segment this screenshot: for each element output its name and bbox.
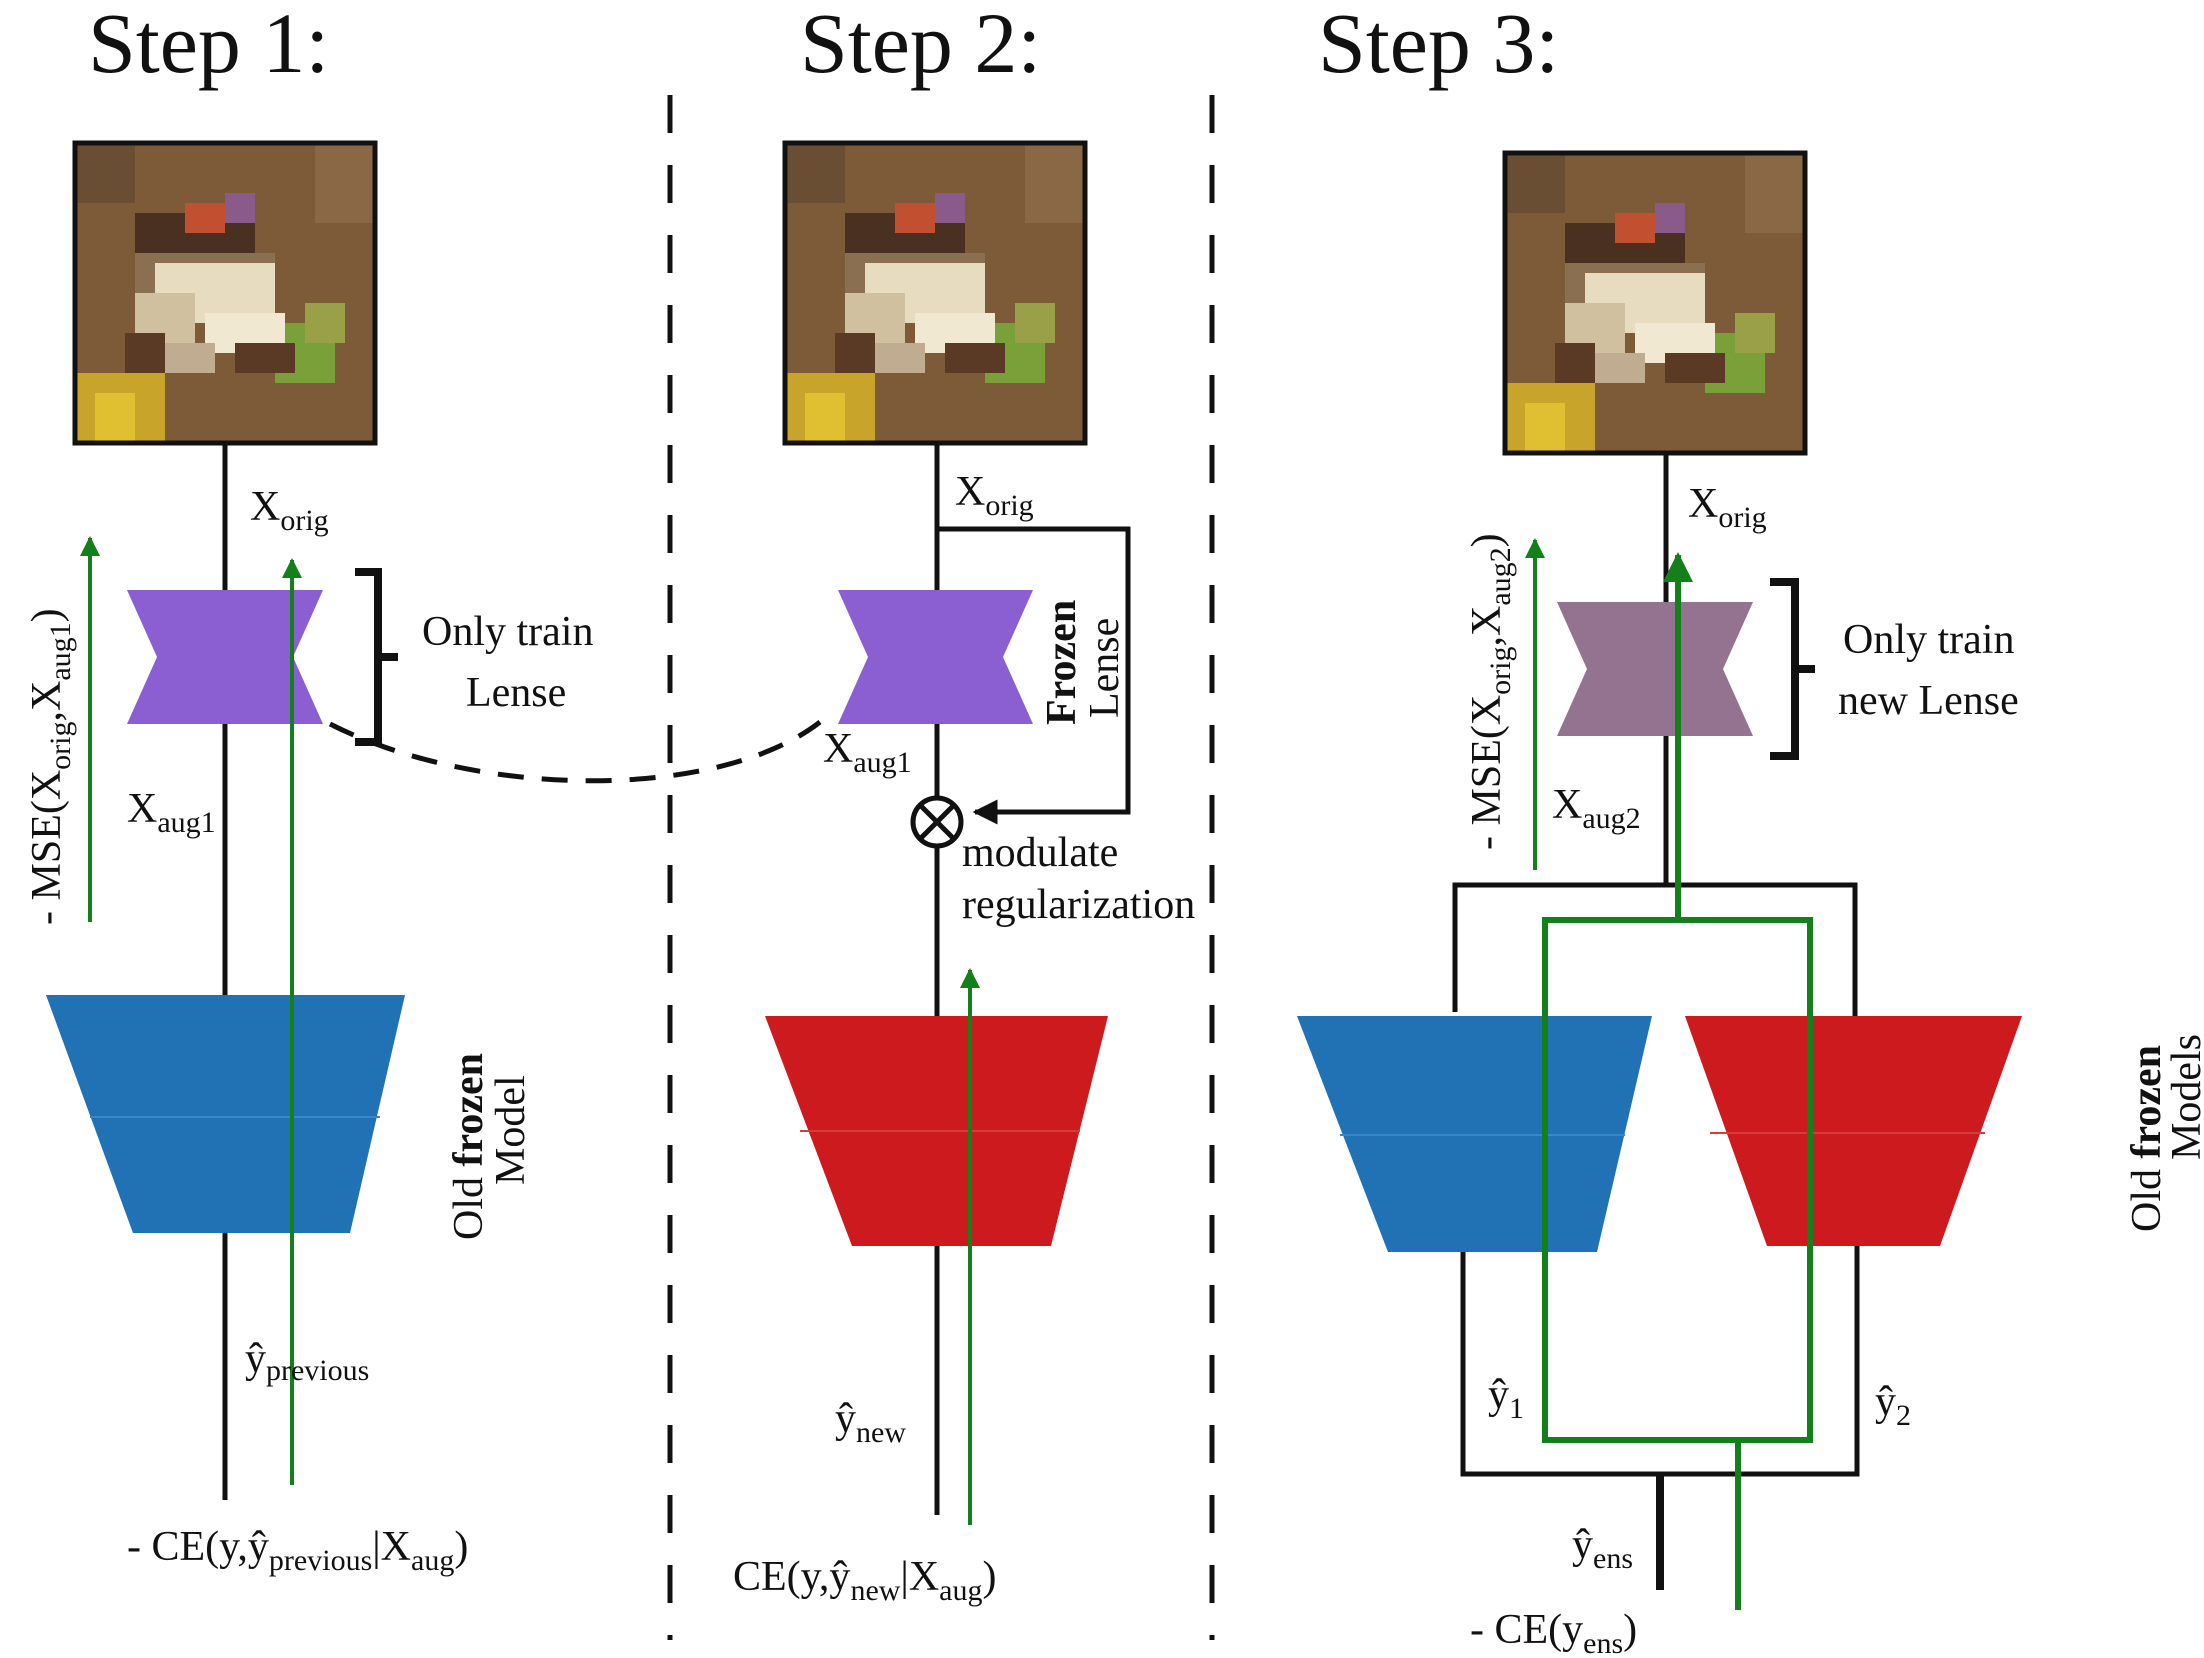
svg-text:Model: Model (488, 1075, 534, 1185)
svg-text:Only train: Only train (422, 609, 593, 655)
step3-ce-gradient-path (1542, 917, 1813, 1610)
step1-xaug-label: X (127, 786, 157, 832)
svg-text:ŷens: ŷens (1572, 1522, 1633, 1575)
step3-bracket (1770, 578, 1815, 760)
step1-xorig-label: X (250, 484, 280, 530)
svg-text:Xaug2: Xaug2 (1552, 782, 1641, 835)
step3-ce-label: - CE(yens) (1470, 1607, 1637, 1658)
step2-input-image (782, 140, 1088, 446)
step1-input-image (72, 140, 378, 446)
step3-new-lense (1557, 602, 1753, 736)
step3-xaug-label: X (1552, 782, 1582, 828)
step2-modulate-label: modulate (962, 830, 1118, 876)
step3-mse-label: - MSE(Xorig,Xaug2) (1464, 533, 1517, 850)
svg-text:Xaug1: Xaug1 (127, 786, 216, 839)
step1-mse-label: - MSE(Xorig,Xaug1) (24, 608, 77, 925)
step3-models-label: Old frozen (2124, 1045, 2170, 1232)
step3-input-image (1502, 150, 1808, 456)
svg-text:new Lense: new Lense (1838, 678, 2019, 724)
step2-lense (838, 590, 1033, 724)
step2-title: Step 2: (800, 0, 1041, 91)
step3-bracket-label: Only train (1843, 617, 2014, 663)
step2-xorig-label: X (955, 469, 985, 515)
lense-transfer-dashed-curve (328, 720, 822, 784)
svg-text:regularization: regularization (962, 882, 1195, 928)
step2-ce-label: CE(y,ŷnew|Xaug) (733, 1554, 997, 1607)
step2-modulation-path (937, 526, 1131, 825)
svg-text:ŷ2: ŷ2 (1875, 1379, 1911, 1432)
step3-y1-label: ŷ (1488, 1372, 1509, 1418)
svg-text:Lense: Lense (1082, 618, 1128, 718)
step3-title: Step 3: (1318, 0, 1559, 91)
svg-text:Xorig: Xorig (1688, 481, 1767, 534)
step3-split-lines (1452, 882, 1858, 1025)
step2-otimes-icon (918, 803, 956, 841)
step1-title: Step 1: (88, 0, 329, 91)
step3-xorig-label: X (1688, 481, 1718, 527)
svg-text:Xaug1: Xaug1 (823, 726, 912, 779)
svg-text:ŷprevious: ŷprevious (245, 1336, 369, 1387)
step1-ce-label: - CE(y,ŷprevious|Xaug) (127, 1524, 468, 1577)
svg-text:ŷ1: ŷ1 (1488, 1372, 1524, 1425)
step3-y2-label: ŷ (1875, 1379, 1896, 1425)
svg-text:Xorig: Xorig (250, 484, 329, 537)
step1-old-model (46, 995, 405, 1233)
step1-bracket-label: Only train (422, 609, 593, 655)
step1-yprev-label: ŷ (245, 1336, 266, 1382)
step3-yens-label: ŷ (1572, 1522, 1593, 1568)
step2-frozen-label: Frozen (1039, 600, 1085, 725)
svg-text:ŷnew: ŷnew (835, 1396, 906, 1449)
step3-old-model-2 (1685, 1016, 2022, 1246)
step1-bracket (355, 568, 398, 746)
svg-text:Lense: Lense (466, 670, 566, 716)
step1-model-label: Old frozen (446, 1053, 492, 1240)
svg-text:Models: Models (2164, 1034, 2204, 1160)
svg-text:Xorig: Xorig (955, 469, 1034, 522)
step2-xaug-label: X (823, 726, 853, 772)
step2-ynew-label: ŷ (835, 1396, 856, 1442)
step1-lense (127, 590, 323, 724)
svg-text:Only train: Only train (1843, 617, 2014, 663)
